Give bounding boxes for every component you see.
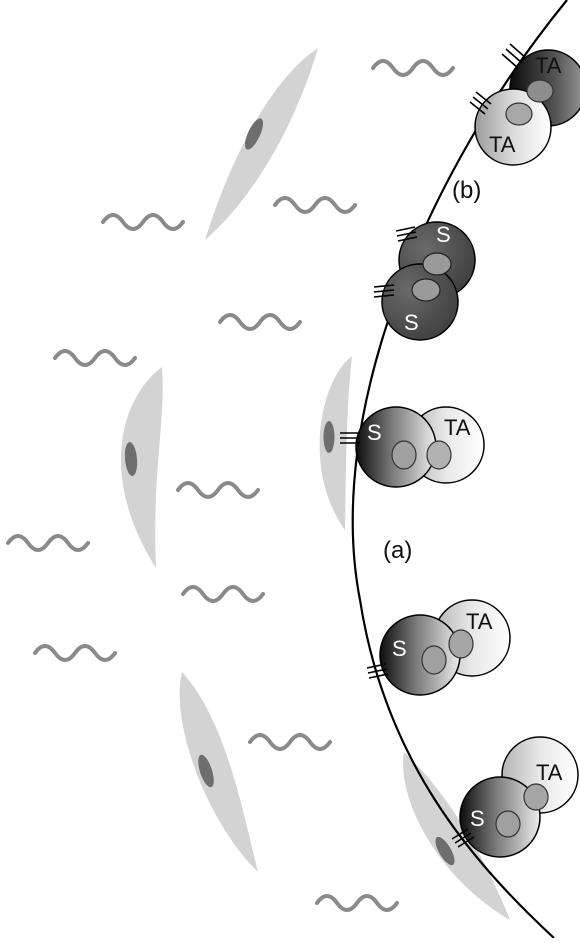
- s-label: S: [367, 420, 382, 445]
- triple-bar-anchor-icon: [395, 226, 418, 242]
- triple-bar-anchor-icon: [373, 284, 395, 298]
- fibroblast-nucleus: [198, 754, 214, 788]
- cell-nucleus: [505, 102, 533, 126]
- wavy-fiber-icon: [371, 59, 455, 77]
- fiber-group: [6, 59, 455, 912]
- fibroblast-nucleus: [124, 442, 138, 476]
- cell-pair-s-ta: S TA: [451, 736, 579, 858]
- fibroblast: [205, 48, 318, 240]
- cell-nucleus: [421, 645, 447, 675]
- cell-nucleus: [391, 440, 417, 470]
- ta-label: TA: [444, 415, 471, 440]
- stem-cell: [381, 263, 459, 341]
- wavy-fiber-icon: [315, 894, 399, 912]
- s-label: S: [404, 310, 419, 335]
- label-b: (b): [452, 177, 481, 204]
- cell-nucleus: [523, 783, 549, 811]
- wavy-fiber-icon: [33, 644, 117, 662]
- triple-bar-anchor-icon: [469, 91, 492, 115]
- cell-pair-s-ta: S TA: [340, 406, 485, 488]
- ta-label: TA: [489, 132, 516, 157]
- ta-label: TA: [466, 609, 493, 634]
- cell-pair-s-s: S S: [373, 221, 476, 341]
- fibroblast-nucleus: [435, 836, 455, 866]
- fibroblast: [319, 356, 352, 530]
- s-label: S: [392, 636, 407, 661]
- s-label: S: [470, 806, 485, 831]
- cell-nucleus: [526, 79, 554, 103]
- ta-label: TA: [535, 53, 562, 78]
- triple-bar-anchor-icon: [451, 828, 475, 848]
- wavy-fiber-icon: [176, 481, 260, 499]
- cell-pair-ta-ta: TA TA: [469, 43, 580, 166]
- cell-nucleus: [411, 278, 441, 302]
- wavy-fiber-icon: [218, 313, 302, 331]
- cell-nucleus: [422, 252, 452, 276]
- wavy-fiber-icon: [53, 349, 137, 367]
- wavy-fiber-icon: [6, 534, 90, 552]
- cell-nucleus: [495, 810, 521, 838]
- ta-label: TA: [536, 760, 563, 785]
- wavy-fiber-icon: [248, 733, 332, 751]
- fibroblast-nucleus: [323, 421, 335, 453]
- fibroblast-nucleus: [244, 118, 264, 150]
- wavy-fiber-icon: [101, 213, 185, 231]
- wavy-fiber-icon: [181, 585, 265, 603]
- triple-bar-anchor-icon: [366, 663, 389, 679]
- wavy-fiber-icon: [273, 196, 357, 214]
- cell-nucleus: [448, 629, 474, 659]
- triple-bar-anchor-icon: [501, 43, 527, 69]
- cell-pair-s-ta: S TA: [366, 599, 511, 696]
- label-a: (a): [383, 537, 412, 564]
- cell-nucleus: [426, 440, 452, 470]
- s-label: S: [436, 222, 451, 247]
- fibroblast: [179, 672, 258, 872]
- ta-cell: [474, 88, 552, 166]
- fibroblast: [120, 367, 163, 568]
- niche-boundary: [351, 0, 568, 939]
- triple-bar-anchor-icon: [340, 432, 360, 444]
